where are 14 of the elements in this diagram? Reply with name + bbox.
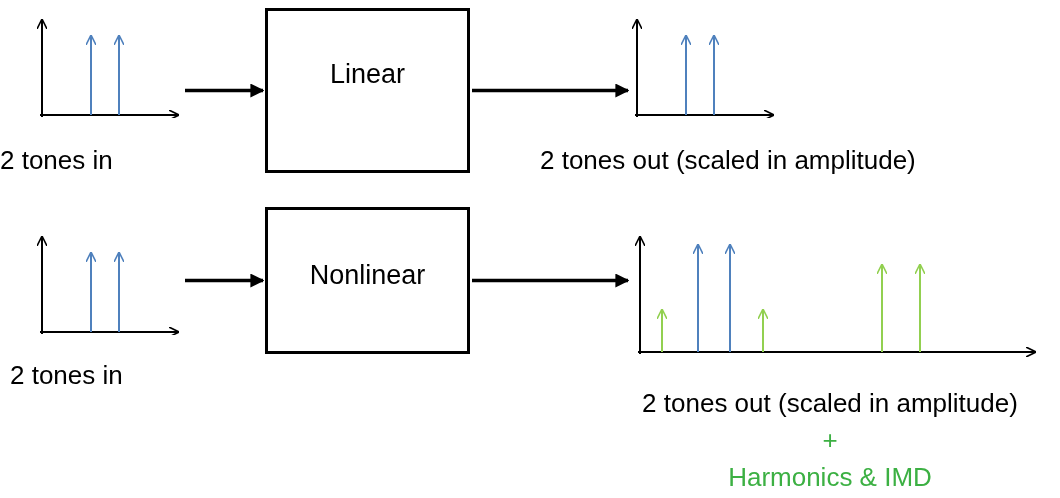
box-label: Nonlinear bbox=[308, 260, 427, 291]
node-label: 2 tones in bbox=[10, 360, 123, 391]
node-label: 2 tones in bbox=[0, 145, 113, 176]
node-label: 2 tones out (scaled in amplitude) bbox=[642, 388, 1018, 419]
node-label: + bbox=[822, 425, 838, 456]
arrow bbox=[185, 83, 265, 98]
node-label: 2 tones out (scaled in amplitude) bbox=[540, 145, 916, 176]
process-box bbox=[265, 8, 470, 173]
process-box bbox=[265, 207, 470, 354]
arrow bbox=[472, 273, 630, 288]
arrow bbox=[185, 273, 265, 288]
arrow bbox=[472, 83, 630, 98]
node-label: Harmonics & IMD bbox=[728, 462, 932, 493]
box-label: Linear bbox=[328, 59, 407, 90]
